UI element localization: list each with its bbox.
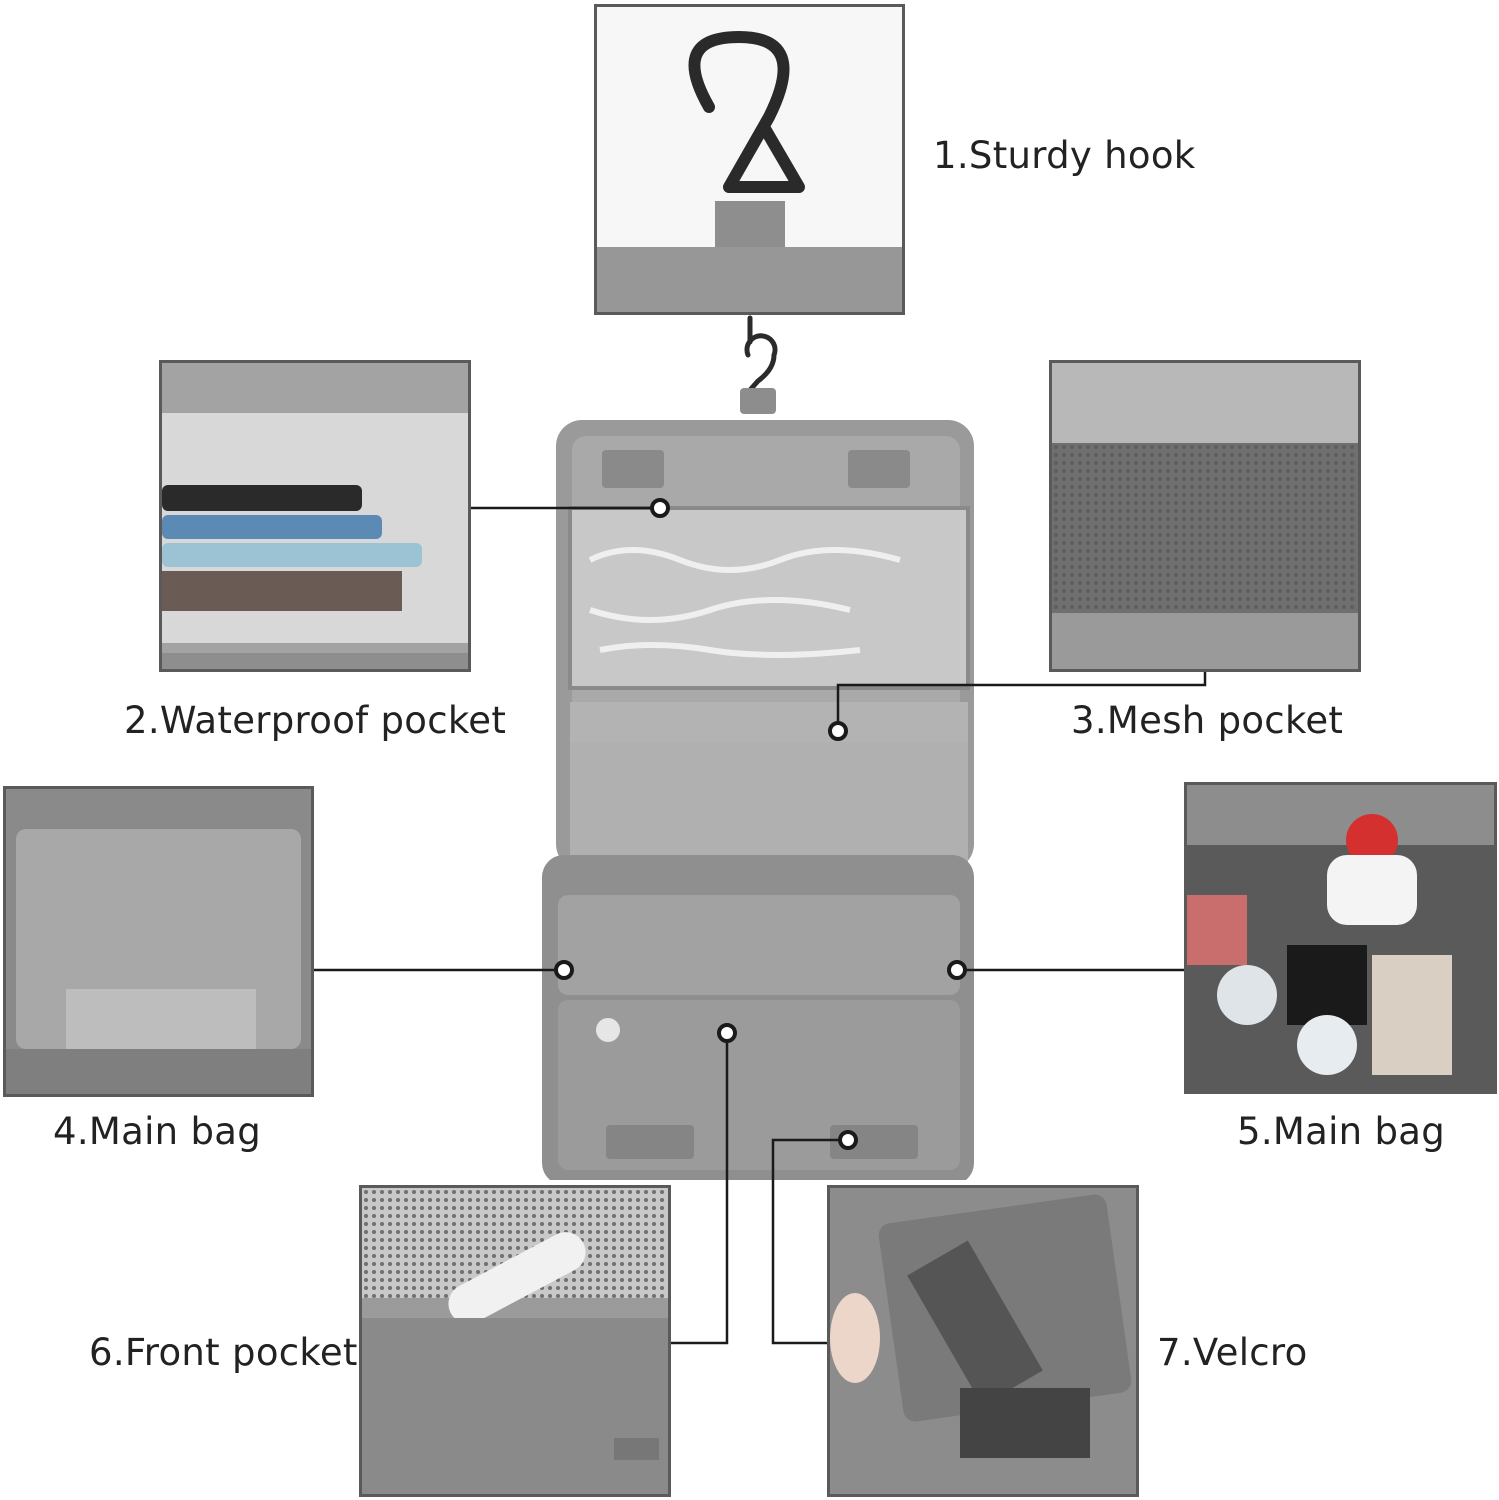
callout-dot-velcro (838, 1130, 858, 1150)
label-mesh-pocket: 3.Mesh pocket (1071, 699, 1344, 742)
label-main-bag-left: 4.Main bag (53, 1110, 262, 1153)
main-bag-photo-right (1184, 782, 1497, 1094)
label-main-bag-right: 5.Main bag (1237, 1110, 1446, 1153)
label-velcro: 7.Velcro (1157, 1331, 1308, 1374)
callout-line-front (671, 1033, 729, 1345)
hanging-toiletry-bag (542, 315, 974, 1180)
callout-line-velcro (771, 1138, 848, 1345)
velcro-photo (827, 1185, 1139, 1497)
sturdy-hook-photo (594, 4, 905, 315)
callout-dot-waterproof (650, 498, 670, 518)
mesh-pocket-photo (1049, 360, 1361, 672)
label-waterproof-pocket: 2.Waterproof pocket (124, 699, 507, 742)
callout-line-mesh (836, 672, 1207, 731)
front-pocket-photo (359, 1185, 671, 1497)
callout-dot-front (717, 1023, 737, 1043)
callout-dot-main-right (947, 960, 967, 980)
waterproof-pocket-photo (159, 360, 471, 672)
small-hook-icon (744, 315, 778, 393)
callout-dot-main-left (554, 960, 574, 980)
main-bag-photo-left (3, 786, 314, 1097)
hook-icon (688, 31, 805, 193)
label-front-pocket: 6.Front pocket (89, 1331, 358, 1374)
label-sturdy-hook: 1.Sturdy hook (933, 134, 1196, 177)
callout-dot-mesh (828, 721, 848, 741)
